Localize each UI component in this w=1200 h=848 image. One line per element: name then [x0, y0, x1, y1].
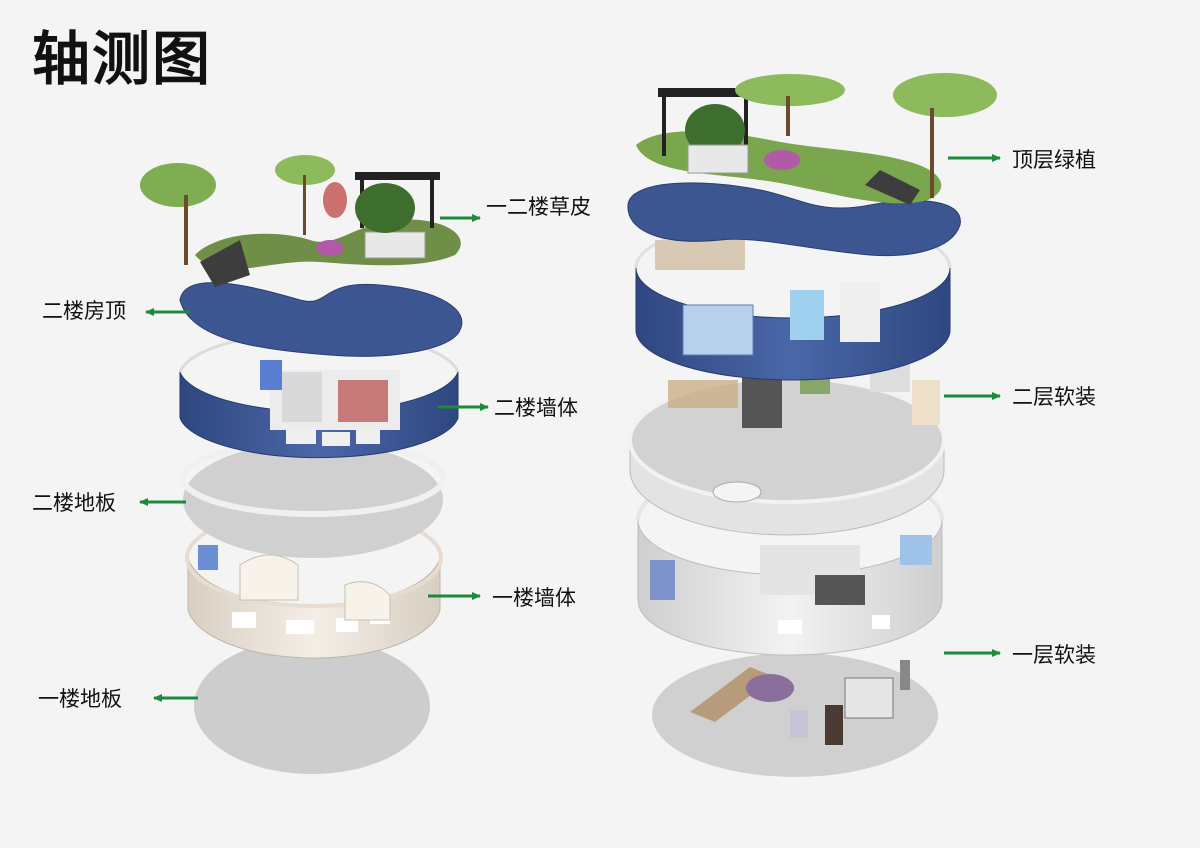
right-stack: 顶层绿植 二层软装 一层软装	[627, 73, 1096, 777]
left-floor1-slab	[194, 638, 430, 774]
left-roof2	[179, 282, 463, 357]
label-wall2: 二楼墙体	[494, 396, 578, 420]
right-floor1	[652, 653, 938, 777]
label-soft1: 一层软装	[1012, 643, 1096, 667]
label-wall1: 一楼墙体	[492, 586, 576, 610]
label-floor1: 一楼地板	[38, 687, 122, 711]
page-title: 轴测图	[32, 25, 213, 93]
label-grass: 一二楼草皮	[486, 195, 591, 219]
left-wall2	[178, 330, 460, 459]
label-roof: 二楼房顶	[42, 299, 126, 323]
right-green-roof	[636, 73, 997, 205]
label-floor2: 二楼地板	[32, 491, 116, 515]
right-floor2	[628, 376, 946, 536]
left-wall1	[185, 508, 443, 659]
label-green: 顶层绿植	[1012, 148, 1096, 172]
left-green-roof	[140, 155, 461, 287]
right-roof	[627, 182, 961, 257]
label-soft2: 二层软装	[1012, 385, 1096, 409]
left-stack: 一二楼草皮 二楼房顶 二楼墙体 二楼地板 一楼墙体 一楼地板	[32, 155, 591, 774]
